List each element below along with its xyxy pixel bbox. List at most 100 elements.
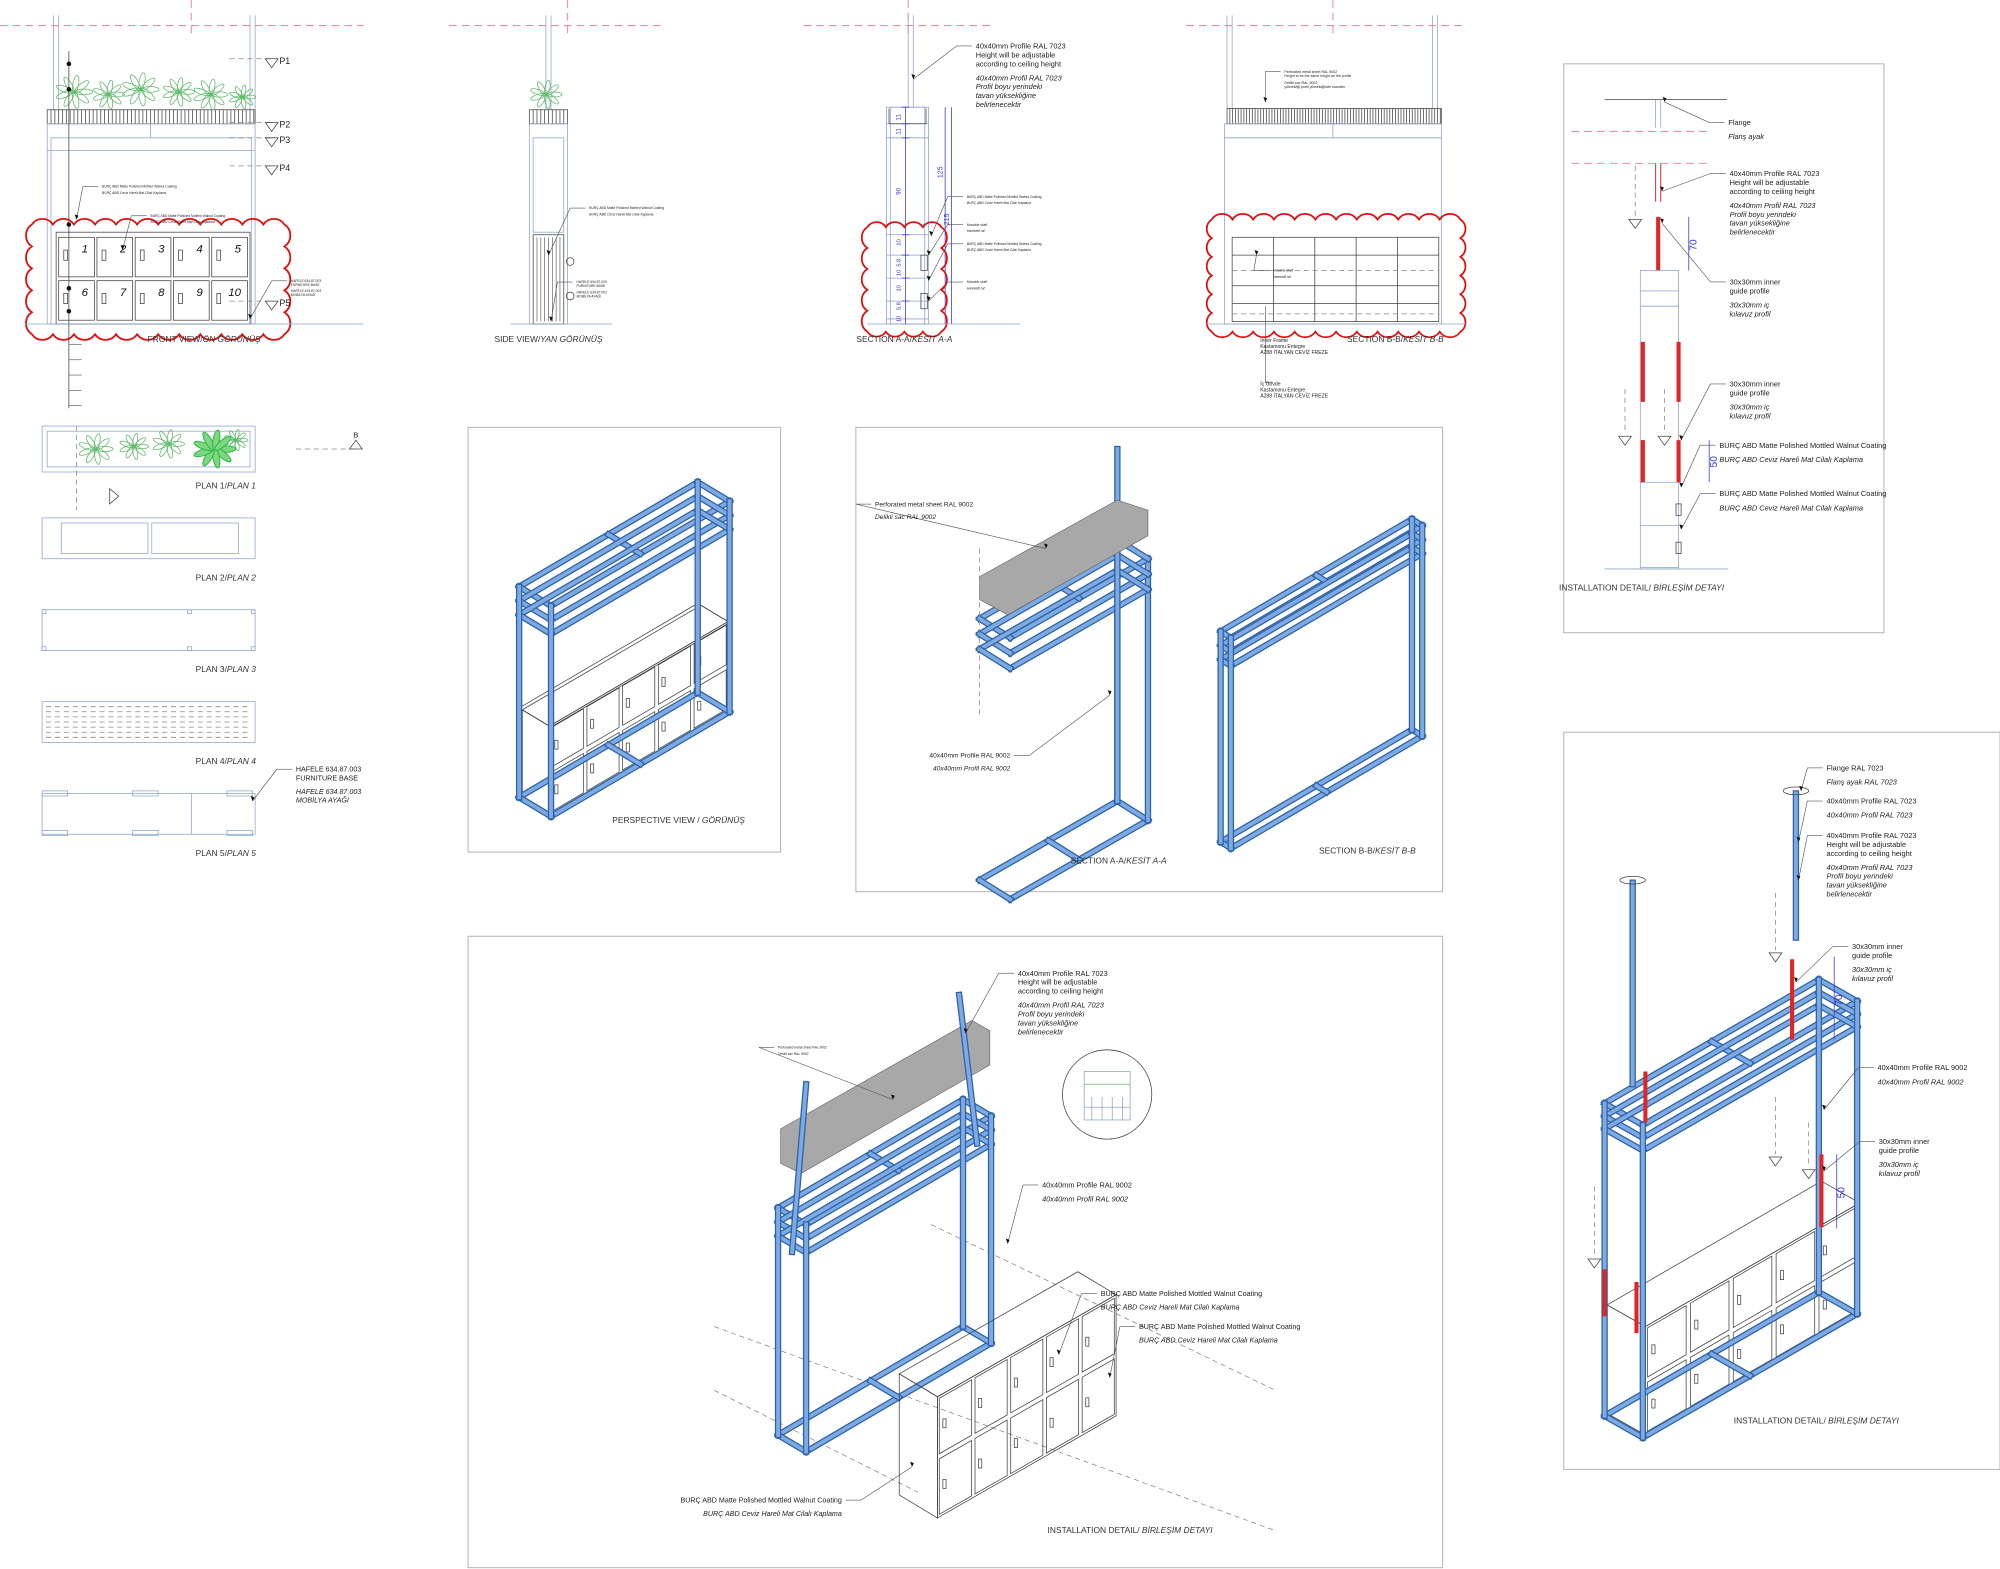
- locker-door: [1010, 1338, 1044, 1414]
- leader-dot: [66, 222, 72, 227]
- leaf: [166, 429, 173, 446]
- note-text-translation: Flanş ayak RAL 7023: [1827, 778, 1898, 787]
- level-label: P5: [279, 298, 290, 308]
- locker-handle-icon: [1049, 1357, 1054, 1367]
- locker-handle-icon: [1694, 1373, 1699, 1384]
- locker-door: [974, 1419, 1008, 1495]
- locker-handle-icon: [978, 1398, 983, 1408]
- note-text-translation: kılavuz profil: [1852, 974, 1893, 983]
- plan3-post: [41, 609, 47, 614]
- note-text: Perforated metal sheet RAL 9002: [875, 501, 973, 508]
- note-text: 40x40mm Profile RAL 9002: [1042, 1181, 1132, 1190]
- leaf: [178, 81, 192, 94]
- leaf: [530, 88, 546, 97]
- view-title-translation: KESİT B-B: [1375, 845, 1416, 855]
- leader-arrow-icon: [910, 1461, 914, 1467]
- plan5-outline: [41, 793, 256, 835]
- leaf: [163, 90, 179, 99]
- plan1-outline: [41, 425, 256, 473]
- down-arrow-icon: [1801, 1169, 1816, 1180]
- locker-handle-icon: [661, 677, 666, 687]
- note-text: Kastamonu Entegre: [1260, 387, 1305, 393]
- locker-door: [58, 236, 95, 278]
- leaf: [106, 79, 114, 96]
- leader-line: [1109, 1326, 1121, 1378]
- top-rail: [775, 1124, 966, 1239]
- locker-lock-icon: [178, 249, 183, 261]
- level-marker-icon: [264, 300, 279, 311]
- bottom-cross-rail: [1601, 1413, 1646, 1441]
- top-rail: [1007, 586, 1151, 672]
- leader-line: [1664, 101, 1710, 123]
- leader-line: [1795, 946, 1834, 983]
- note-text: BURÇ ABD Matte Polished Mottled Walnut C…: [967, 195, 1042, 199]
- leaf: [55, 90, 74, 100]
- leaf: [530, 92, 546, 101]
- bottom-cross-rail: [775, 1432, 809, 1455]
- leaf: [214, 435, 232, 451]
- plan3-outline: [41, 609, 256, 651]
- leaf: [119, 440, 134, 448]
- locker-handle-icon: [1085, 1336, 1090, 1347]
- dimension-label: 90: [896, 187, 903, 195]
- leader-arrow-icon: [250, 795, 255, 802]
- view-title-secA: SECTION A-A/KESİT A-A: [856, 334, 952, 344]
- down-arrow-icon: [1587, 1258, 1602, 1269]
- locker-number: 6: [82, 287, 89, 299]
- level-marker-icon: [264, 165, 279, 176]
- locker-door: [134, 236, 172, 278]
- view-title-main: PLAN 5/: [196, 848, 228, 858]
- locker-number: 5: [235, 244, 242, 256]
- plan1-inner: [46, 430, 251, 468]
- furniture-base-foot: [41, 830, 68, 836]
- furniture-base-foot: [41, 790, 68, 797]
- locker-door: [1081, 1358, 1115, 1434]
- note-text-translation: BURÇ ABD Ceviz Hareli Mat Cilalı Kaplama: [102, 191, 166, 195]
- locker-lock-icon: [139, 249, 145, 261]
- note-text: Inner Frame: [1260, 338, 1288, 344]
- leader-dot: [66, 308, 72, 314]
- note-text: BURÇ ABD Matte Polished Mottled Walnut C…: [102, 185, 177, 189]
- top-cross-rail: [695, 493, 733, 518]
- locker-door: [211, 280, 248, 321]
- plan2-panel: [60, 522, 149, 555]
- view-title-main: PLAN 2/: [196, 572, 228, 582]
- leader-arrow-icon: [1679, 435, 1684, 441]
- note-text: 40x40mm Profile RAL 9002: [929, 753, 1010, 760]
- leader-arrow-icon: [1679, 524, 1684, 530]
- locker-door: [1732, 1255, 1773, 1329]
- locker-handle-icon: [554, 784, 559, 795]
- leader-arrow-icon: [1799, 785, 1803, 791]
- dimension-label: 125: [938, 166, 945, 178]
- leader-line: [1007, 1184, 1024, 1244]
- view-title-main: FRONT VIEW/: [148, 334, 204, 344]
- flange-icon: [1782, 786, 1810, 796]
- note-text: FURNITURE BASE: [291, 283, 321, 287]
- note-text-translation: tavan yüksekliğine: [1018, 1018, 1078, 1027]
- leader-arrow-icon: [1263, 97, 1268, 103]
- plan3-post: [250, 609, 256, 614]
- leader-arrow-icon: [1660, 218, 1664, 224]
- locker-door: [58, 280, 95, 321]
- plant-icon: [530, 79, 563, 110]
- note-text-translation: 30x30mm iç: [1730, 402, 1770, 411]
- leaf: [72, 74, 80, 94]
- view-title-plan3: PLAN 3/PLAN 3: [196, 664, 257, 674]
- leader-arrow-icon: [1662, 97, 1667, 103]
- leader-line: [860, 1466, 913, 1501]
- note-text: Flange: [1728, 118, 1751, 127]
- locker-number: 8: [158, 287, 165, 299]
- revision-cloud-section-a: [860, 221, 948, 338]
- view-title-install_rt: INSTALLATION DETAIL/ BİRLEŞİM DETAYI: [1559, 583, 1725, 593]
- note-text-translation: BURÇ ABD Ceviz Hareli Mat Cilalı Kaplama: [589, 213, 653, 217]
- note-text-translation: 40x40mm Profil RAL 7023: [1827, 863, 1914, 872]
- hinge-icon: [920, 254, 928, 271]
- leader-arrow-icon: [1796, 875, 1801, 881]
- note-text: 30x30mm inner: [1730, 380, 1781, 389]
- view-title-translation: YAN GÖRÜNÜŞ: [540, 334, 603, 344]
- note-text: BURÇ ABD Matte Polished Mottled Walnut C…: [151, 214, 226, 218]
- note-text: FURNITURE BASE: [296, 774, 358, 782]
- down-arrow-icon: [1617, 435, 1633, 446]
- dimension-label: 10: [897, 316, 903, 322]
- down-arrow-icon: [1768, 1156, 1783, 1167]
